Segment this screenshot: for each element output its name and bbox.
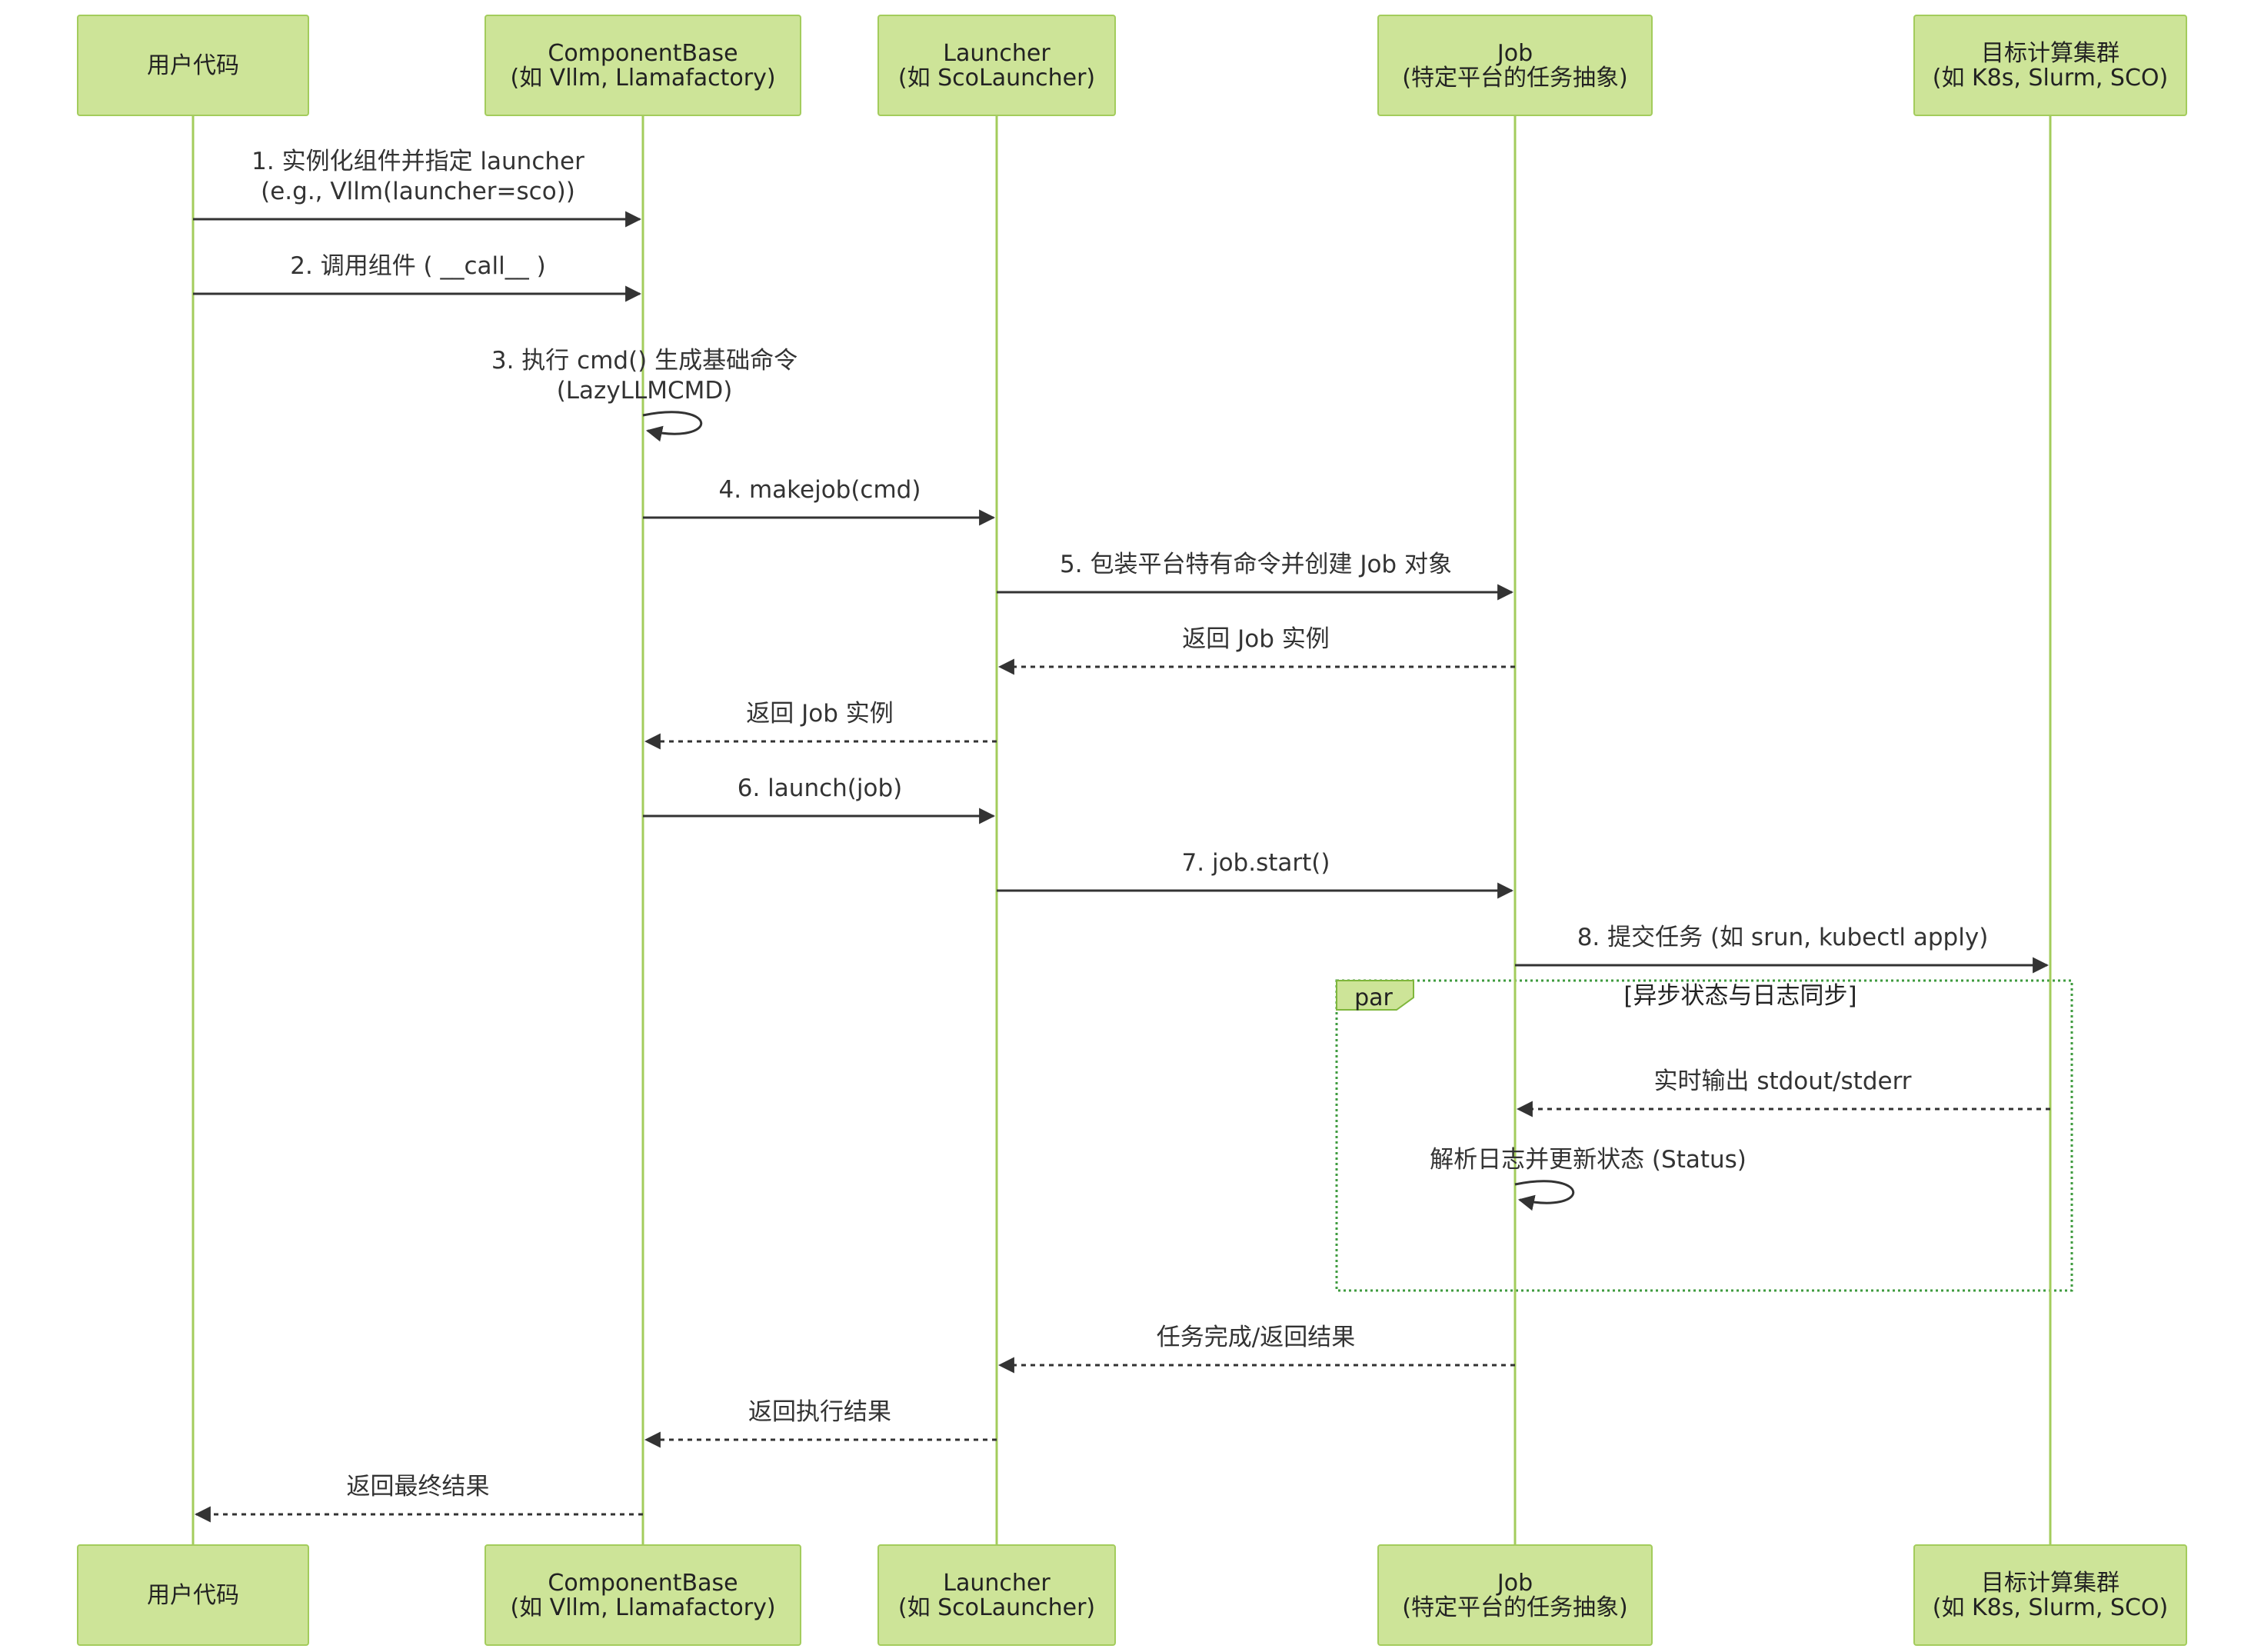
actor-box — [1377, 15, 1653, 116]
actor-label: Launcher — [943, 1570, 1051, 1597]
message-label: 返回执行结果 — [748, 1398, 891, 1426]
actor-box — [77, 1544, 309, 1646]
actors-top: 用户代码 ComponentBase(如 Vllm, Llamafactory) L… — [77, 15, 2187, 116]
messages: 1. 实例化组件并指定 launcher (e.g., Vllm(launcher… — [193, 148, 2050, 1523]
message-10: 8. 提交任务 (如 srun, kubectl apply) — [1515, 924, 2050, 974]
par-fragment-frame — [1335, 979, 2073, 1292]
actor-label: (如 ScoLauncher) — [898, 65, 1095, 92]
message-11: 实时输出 stdout/stderr — [1516, 1067, 2050, 1117]
actor-box — [77, 15, 309, 116]
actor-box — [1377, 1544, 1653, 1646]
actor-label: (如 ScoLauncher) — [898, 1594, 1095, 1621]
message-8: 6. launch(job) — [643, 774, 996, 824]
actor-job-bottom: Job(特定平台的任务抽象) — [1377, 1544, 1653, 1646]
actor-cluster-top: 目标计算集群(如 K8s, Slurm, SCO) — [1913, 15, 2187, 116]
self-message-arrow — [1514, 1180, 1575, 1211]
message-1: 1. 实例化组件并指定 launcher (e.g., Vllm(launcher… — [193, 148, 642, 228]
par-fragment-tab — [1336, 980, 1414, 1011]
actor-label: Launcher — [943, 40, 1051, 67]
actor-box — [877, 15, 1116, 116]
message-6: 返回 Job 实例 — [997, 625, 1515, 675]
actor-label: 用户代码 — [147, 52, 239, 79]
message-5: 5. 包装平台特有命令并创建 Job 对象 — [997, 551, 1514, 601]
self-message-arrow — [642, 411, 703, 442]
actor-user-bottom: 用户代码 — [77, 1544, 309, 1646]
message-label: (LazyLLMCMD) — [557, 377, 733, 405]
actor-label: 目标计算集群 — [1981, 1570, 2119, 1597]
message-label: 实时输出 stdout/stderr — [1653, 1067, 1911, 1095]
actor-label: (如 Vllm, Llamafactory) — [510, 65, 775, 92]
actor-launcher-bottom: Launcher(如 ScoLauncher) — [877, 1544, 1116, 1646]
message-label: 解析日志并更新状态 (Status) — [1430, 1146, 1747, 1174]
actor-label: 目标计算集群 — [1981, 40, 2119, 67]
message-9: 7. job.start() — [997, 849, 1514, 899]
actor-box — [484, 15, 801, 116]
message-7: 返回 Job 实例 — [644, 700, 997, 750]
actor-label: (特定平台的任务抽象) — [1402, 65, 1627, 92]
par-fragment-condition: [异步状态与日志同步] — [1623, 982, 1856, 1010]
message-3: 3. 执行 cmd() 生成基础命令(LazyLLMCMD) — [491, 347, 798, 442]
par-fragment-label: par — [1354, 984, 1393, 1011]
message-2: 2. 调用组件 ( __call__ ) — [193, 252, 642, 302]
message-label: 1. 实例化组件并指定 launcher — [251, 148, 584, 175]
message-15: 返回最终结果 — [194, 1473, 643, 1523]
message-label: 返回最终结果 — [347, 1473, 490, 1500]
actor-label: (如 Vllm, Llamafactory) — [510, 1594, 775, 1621]
message-label: 返回 Job 实例 — [1182, 625, 1330, 653]
lifelines — [191, 115, 2052, 1545]
actor-label: 用户代码 — [147, 1582, 239, 1609]
actor-box — [484, 1544, 801, 1646]
message-label: 2. 调用组件 ( __call__ ) — [290, 252, 545, 280]
actor-job-top: Job(特定平台的任务抽象) — [1377, 15, 1653, 116]
actor-label: (如 K8s, Slurm, SCO) — [1933, 65, 2169, 92]
actor-box — [877, 1544, 1116, 1646]
actor-label: (如 K8s, Slurm, SCO) — [1933, 1594, 2169, 1621]
message-14: 返回执行结果 — [644, 1398, 997, 1448]
message-4: 4. makejob(cmd) — [643, 476, 996, 526]
actor-launcher-top: Launcher(如 ScoLauncher) — [877, 15, 1116, 116]
message-label: 4. makejob(cmd) — [719, 476, 921, 504]
par-fragment: par [异步状态与日志同步] — [1335, 979, 2073, 1292]
message-label: 6. launch(job) — [738, 774, 902, 802]
actor-component-top: ComponentBase(如 Vllm, Llamafactory) — [484, 15, 801, 116]
message-label: 3. 执行 cmd() 生成基础命令 — [491, 347, 798, 375]
actor-cluster-bottom: 目标计算集群(如 K8s, Slurm, SCO) — [1913, 1544, 2187, 1646]
message-label: 7. job.start() — [1182, 849, 1330, 877]
actor-label: (特定平台的任务抽象) — [1402, 1594, 1627, 1621]
message-13: 任务完成/返回结果 — [997, 1324, 1515, 1374]
actor-label: ComponentBase — [548, 40, 738, 67]
actor-component-bottom: ComponentBase(如 Vllm, Llamafactory) — [484, 1544, 801, 1646]
actor-label: ComponentBase — [548, 1570, 738, 1597]
message-label: 8. 提交任务 (如 srun, kubectl apply) — [1577, 924, 1989, 951]
actor-user-top: 用户代码 — [77, 15, 309, 116]
actor-label: Job — [1496, 1570, 1533, 1597]
actor-box — [1913, 15, 2187, 116]
message-label: 任务完成/返回结果 — [1157, 1324, 1355, 1351]
actors-bottom: 用户代码 ComponentBase(如 Vllm, Llamafactory) L… — [77, 1544, 2187, 1646]
message-label: 返回 Job 实例 — [746, 700, 894, 728]
message-label: (e.g., Vllm(launcher=sco)) — [261, 178, 575, 205]
actor-box — [1913, 1544, 2187, 1646]
actor-label: Job — [1496, 40, 1533, 67]
message-label: 5. 包装平台特有命令并创建 Job 对象 — [1060, 551, 1452, 578]
message-12: 解析日志并更新状态 (Status) — [1430, 1146, 1747, 1211]
